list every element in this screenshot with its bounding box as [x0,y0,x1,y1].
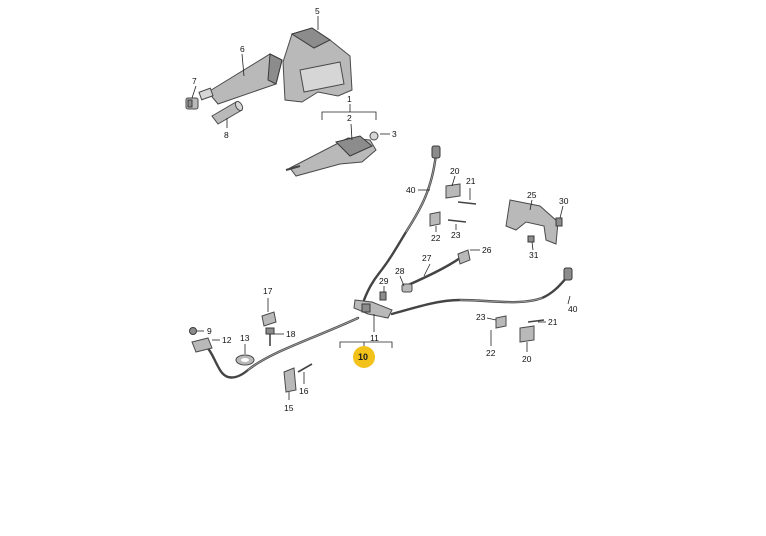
callout-26: 26 [482,245,492,255]
bolt-21-lower-part [527,319,545,323]
rear-cable-right [390,267,573,316]
callout-30: 30 [559,196,569,206]
callout-3: 3 [392,129,397,139]
callout-12: 12 [222,335,232,345]
bolt-29-part [379,291,387,301]
callout-11: 11 [370,333,379,343]
callout-18: 18 [286,329,296,339]
cable-27-part [404,249,471,288]
callouts: 5 6 7 8 1 2 3 40 20 21 22 23 [191,6,578,413]
plate-25-part [505,199,559,245]
callout-23-lower: 23 [476,312,486,322]
callout-29: 29 [379,276,389,286]
bolt-16-part [297,363,313,373]
callout-10: 10 [358,352,368,362]
callout-9: 9 [207,326,212,336]
callout-20-upper: 20 [450,166,460,176]
callout-25: 25 [527,190,537,200]
callout-28: 28 [395,266,405,276]
callout-1: 1 [347,94,352,104]
bolt-21-upper-part [457,201,477,205]
callout-20-lower: 20 [522,354,532,364]
front-cable-40-left [362,145,441,302]
callout-23-upper: 23 [451,230,461,240]
bolt-30-part [555,217,563,227]
cap-part [185,97,199,110]
callout-13: 13 [240,333,250,343]
seal-part [235,354,255,366]
bracket-20-lower-part [519,325,535,343]
callout-16: 16 [299,386,309,396]
callout-5: 5 [315,6,320,16]
bracket-20-upper-part [445,183,461,199]
release-button-part [211,100,244,125]
callout-8: 8 [224,130,229,140]
clip-17-part [261,311,277,327]
rear-cable-left [204,316,360,379]
callout-22-upper: 22 [431,233,441,243]
highlight-callout-10[interactable]: 10 [353,346,375,368]
bolt-18-part [265,327,275,346]
callout-2: 2 [347,113,352,123]
callout-21-lower: 21 [548,317,558,327]
callout-7: 7 [192,76,197,86]
callout-17: 17 [263,286,273,296]
compensator-part [353,299,393,319]
callout-21-upper: 21 [466,176,476,186]
bolt-23-upper-part [447,219,467,223]
callout-27: 27 [422,253,432,263]
clip-22-upper-part [429,211,441,227]
lever-cover-part [282,27,353,103]
lever-assembly-part [285,131,379,177]
callout-6: 6 [240,44,245,54]
callout-40-left: 40 [406,185,416,195]
spring-28-part [401,283,413,293]
bracket-15-part [283,367,297,393]
highlight-circle [353,346,375,368]
clip-23-lower-part [495,315,507,329]
callout-22-lower: 22 [486,348,496,358]
callout-31: 31 [529,250,539,260]
callout-15: 15 [284,403,294,413]
grommet-part [189,327,213,353]
handle-grip-part [198,53,283,105]
callout-40-right: 40 [568,304,578,314]
nut-31-part [527,235,535,243]
